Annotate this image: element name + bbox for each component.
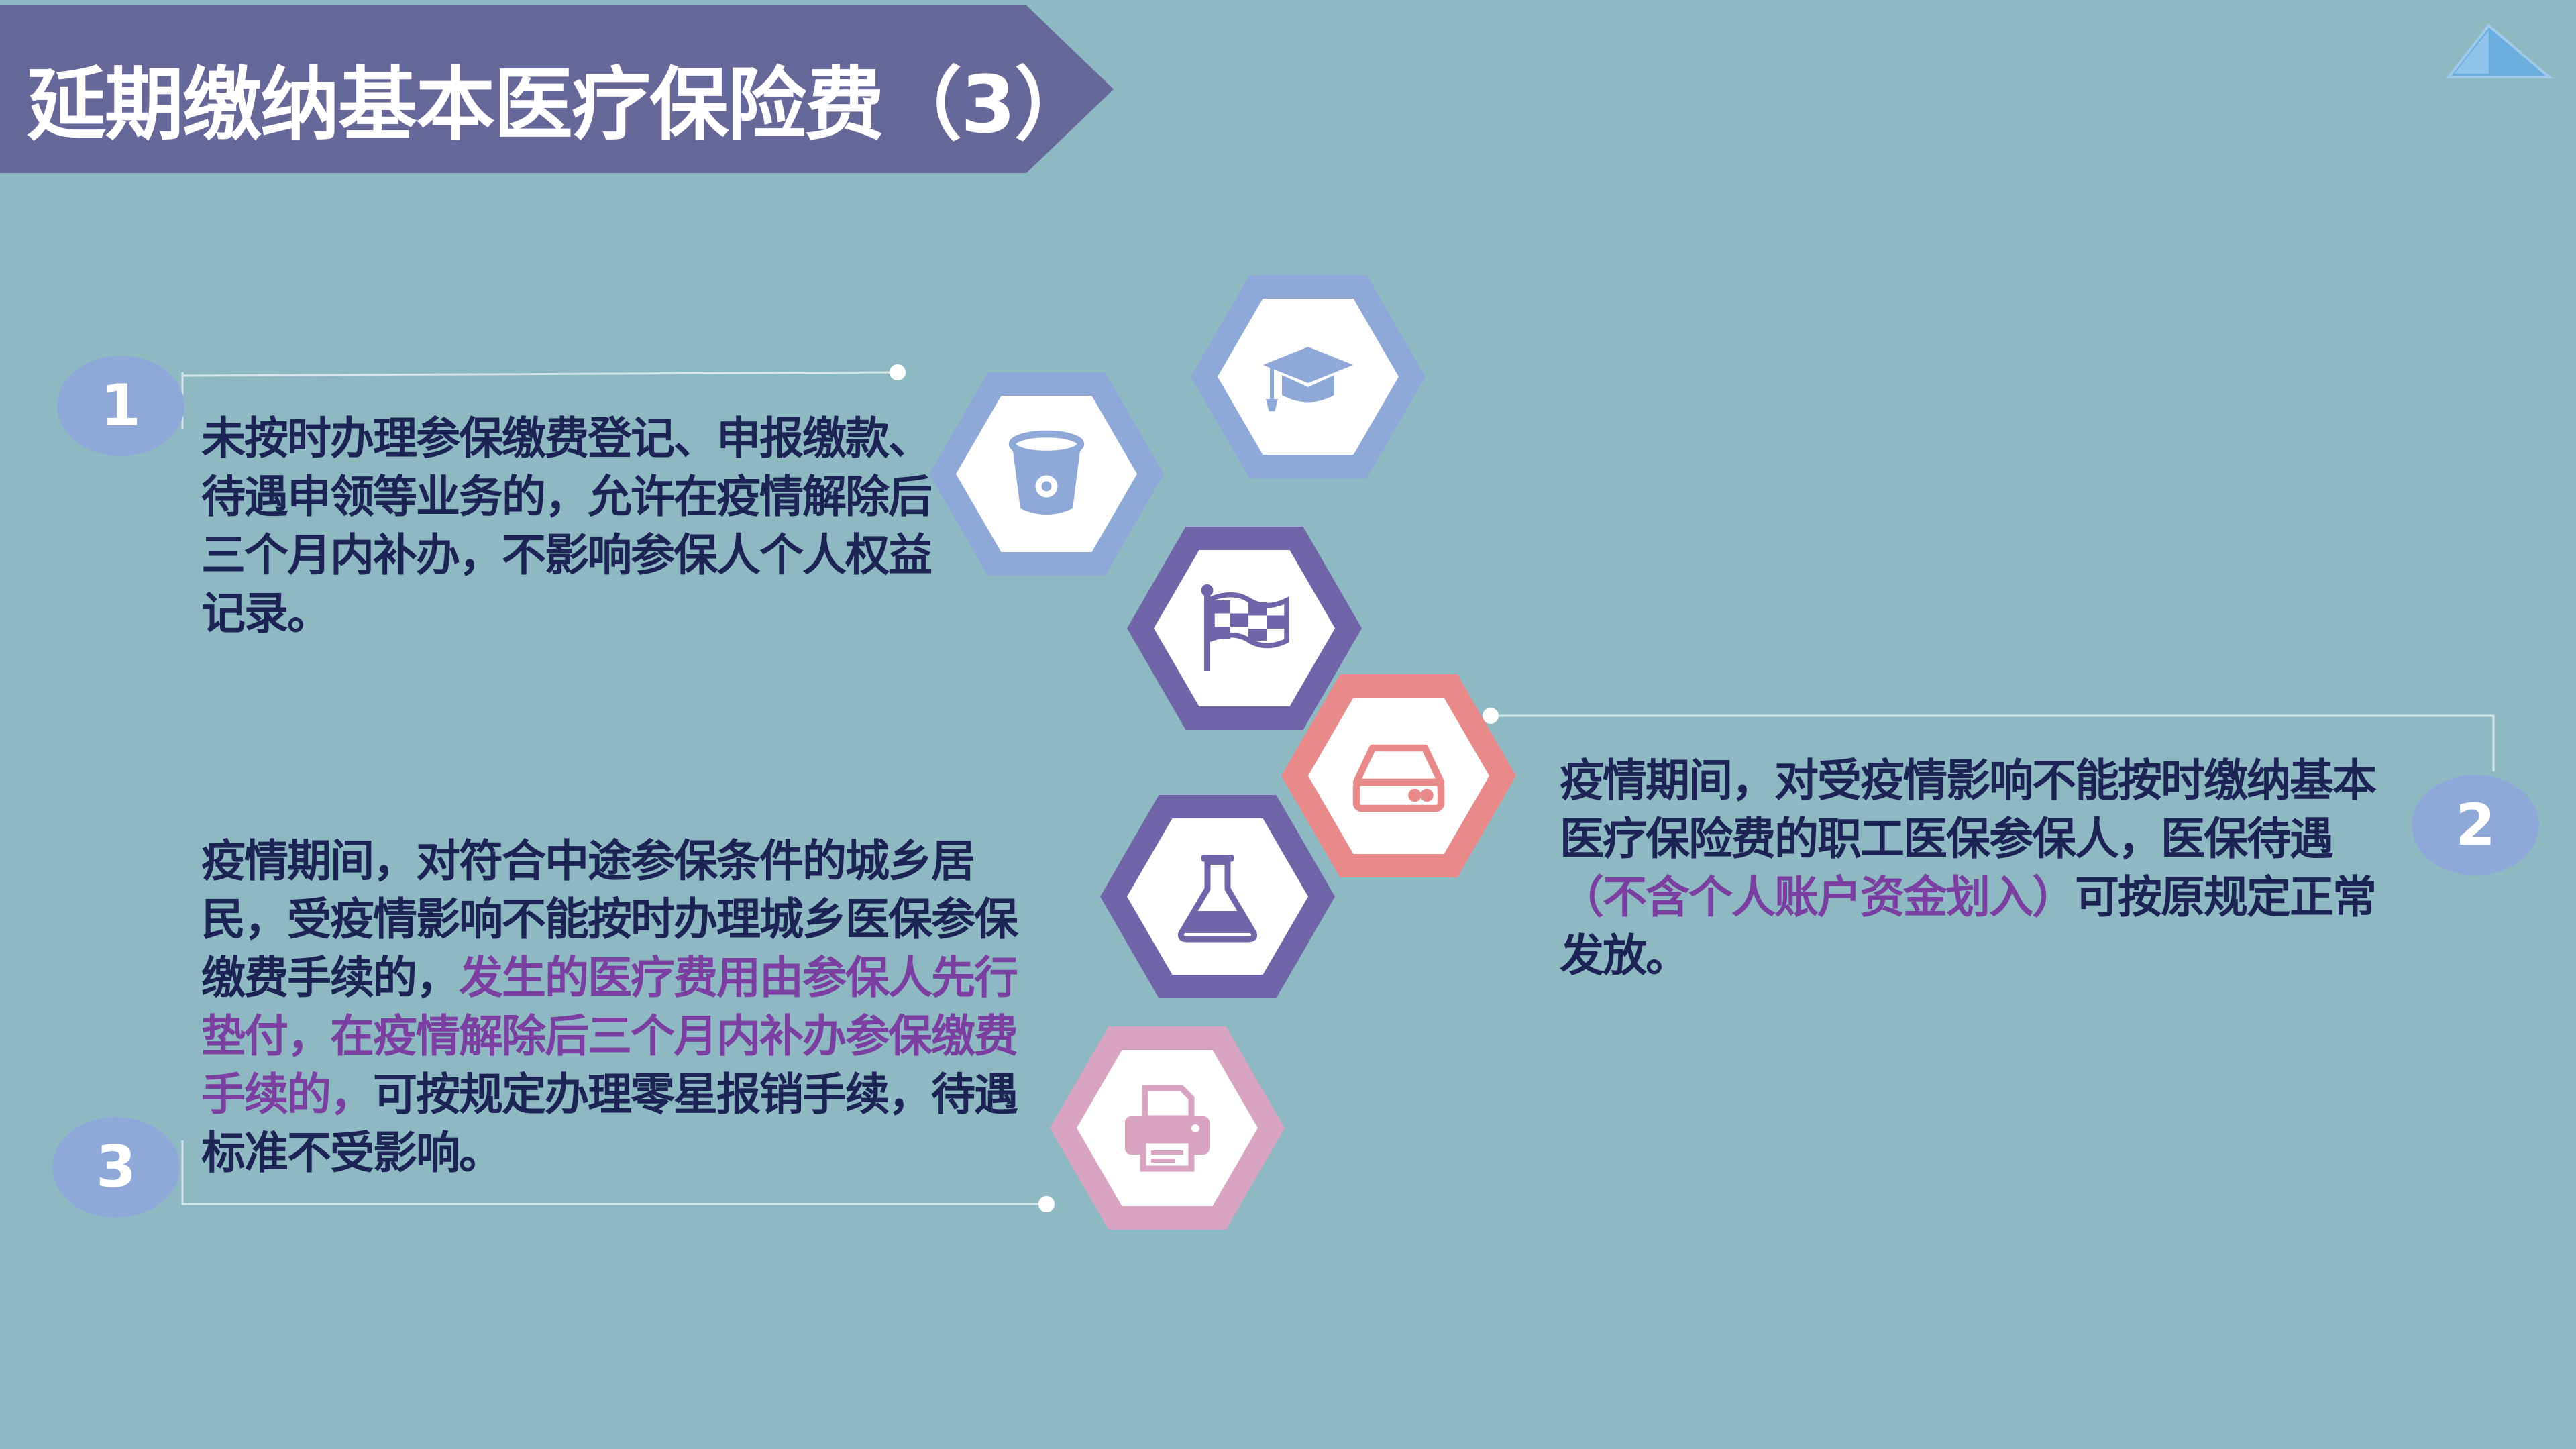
item-3-body: 疫情期间，对符合中途参保条件的城乡居民，受疫情影响不能按时办理城乡医保参保缴费手… xyxy=(201,835,1018,1004)
step-2-badge: 2 xyxy=(2412,775,2539,875)
corner-triangle-icon xyxy=(2445,23,2553,78)
hex-graduation xyxy=(1191,275,1426,478)
title-banner xyxy=(0,5,1114,173)
item-1-text: 未按时办理参保缴费登记、申报缴款、待遇申领等业务的，允许在疫情解除后三个月内补办… xyxy=(201,409,936,643)
item-2-body: 疫情期间，对受疫情影响不能按时缴纳基本医疗保险费的职工医保参保人，医保待遇 xyxy=(1560,755,2377,865)
item-3-highlight: 发生的医疗费用由参保人先行垫付，在疫情解除后三个月内补办参保缴费手续的， xyxy=(201,952,1018,1120)
hex-flag xyxy=(1127,527,1362,730)
hard-drive-icon xyxy=(1352,744,1445,812)
printer-icon xyxy=(1125,1085,1210,1171)
item-3-body-end: 可按规定办理零星报销手续，待遇标准不受影响。 xyxy=(201,1069,1018,1179)
item-2-body-end: 可按原规定正常发放。 xyxy=(1560,871,2377,981)
hex-printer xyxy=(1050,1026,1285,1230)
item-1-body: 未按时办理参保缴费登记、申报缴款、待遇申领等业务的，允许在疫情解除后三个月内补办… xyxy=(201,413,932,639)
graduation-cap-icon xyxy=(1263,346,1354,411)
bucket-icon xyxy=(1008,430,1085,515)
item-2-text: 疫情期间，对受疫情影响不能按时缴纳基本医疗保险费的职工医保参保人，医保待遇 （不含… xyxy=(1560,751,2395,985)
hex-drive xyxy=(1281,674,1516,877)
item-3-text: 疫情期间，对符合中途参保条件的城乡居民，受疫情影响不能按时办理城乡医保参保缴费手… xyxy=(201,832,1033,1182)
flask-icon xyxy=(1177,854,1258,942)
checkered-flag-icon xyxy=(1201,584,1289,671)
hex-flask xyxy=(1100,795,1335,998)
step-3-badge: 3 xyxy=(52,1117,180,1218)
page-title: 延期缴纳基本医疗保险费（3） xyxy=(27,58,1093,151)
hex-bucket xyxy=(929,372,1164,576)
item-2-highlight: （不含个人账户资金划入） xyxy=(1560,871,2076,923)
step-1-badge: 1 xyxy=(57,356,184,456)
